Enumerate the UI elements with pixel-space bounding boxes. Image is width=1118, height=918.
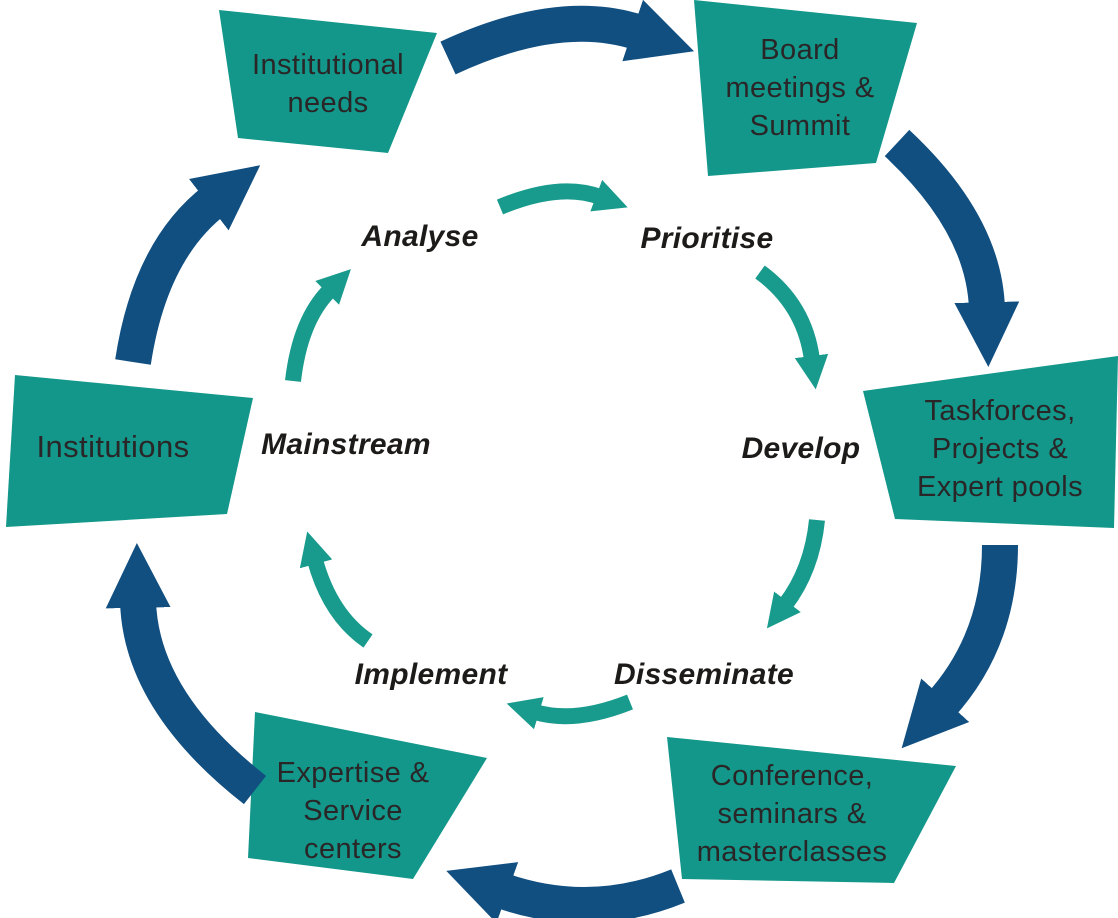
label-line: Institutional — [252, 49, 404, 81]
label-line: Board — [760, 34, 840, 66]
arrow-conference-to-expertise — [446, 862, 685, 918]
institutional-needs-box — [219, 10, 437, 153]
arrow-develop-to-disseminate — [766, 519, 825, 629]
arrow-expertise-to-institutions — [105, 542, 267, 805]
label-line: Expertise & — [276, 757, 430, 789]
arrow-mainstream-to-analyse — [285, 269, 351, 382]
label-line: centers — [304, 833, 402, 865]
label-line: Summit — [749, 110, 851, 142]
develop-step-label: Develop — [741, 432, 861, 465]
arrow-implement-to-mainstream — [299, 531, 373, 648]
arrow-needs-to-board — [440, 0, 695, 75]
label-line: Taskforces, — [924, 395, 1076, 427]
taskforces-projects-expert-pools-label: Taskforces, Projects & Expert pools — [917, 392, 1083, 506]
label-line: masterclasses — [696, 836, 888, 868]
arrow-board-to-taskforces — [884, 129, 1020, 368]
institutions-box — [6, 375, 253, 527]
institutions-label: Institutions — [37, 428, 190, 466]
arrow-disseminate-to-implement — [506, 694, 633, 730]
taskforces-projects-expert-pools-box — [863, 356, 1118, 528]
disseminate-step-label: Disseminate — [613, 658, 795, 691]
label-line: Expert pools — [917, 471, 1083, 503]
expertise-service-centers-label: Expertise & Service centers — [277, 754, 430, 868]
conference-seminars-masterclasses-label: Conference, seminars & masterclasses — [697, 757, 888, 871]
label-line: seminars & — [717, 798, 867, 830]
institutional-needs-label: Institutional needs — [252, 46, 404, 122]
arrow-institutions-to-needs — [115, 165, 261, 365]
board-meetings-summit-box — [694, 0, 917, 176]
expertise-service-centers-box — [248, 712, 487, 879]
arrow-prioritise-to-develop — [755, 265, 829, 390]
label-line: Institutions — [36, 429, 190, 464]
prioritise-step-label: Prioritise — [640, 222, 774, 255]
conference-seminars-masterclasses-box — [667, 737, 956, 883]
board-meetings-summit-label: Board meetings & Summit — [725, 31, 874, 145]
label-line: meetings & — [725, 72, 875, 104]
label-line: Projects & — [931, 433, 1069, 465]
label-line: Service — [303, 795, 403, 827]
arrow-analyse-to-prioritise — [496, 179, 628, 215]
label-line: Conference, — [710, 760, 874, 792]
arrow-taskforces-to-conference — [901, 544, 1018, 749]
label-line: needs — [287, 87, 369, 119]
analyse-step-label: Analyse — [361, 220, 479, 253]
mainstream-step-label: Mainstream — [261, 428, 431, 461]
implement-step-label: Implement — [354, 658, 508, 691]
